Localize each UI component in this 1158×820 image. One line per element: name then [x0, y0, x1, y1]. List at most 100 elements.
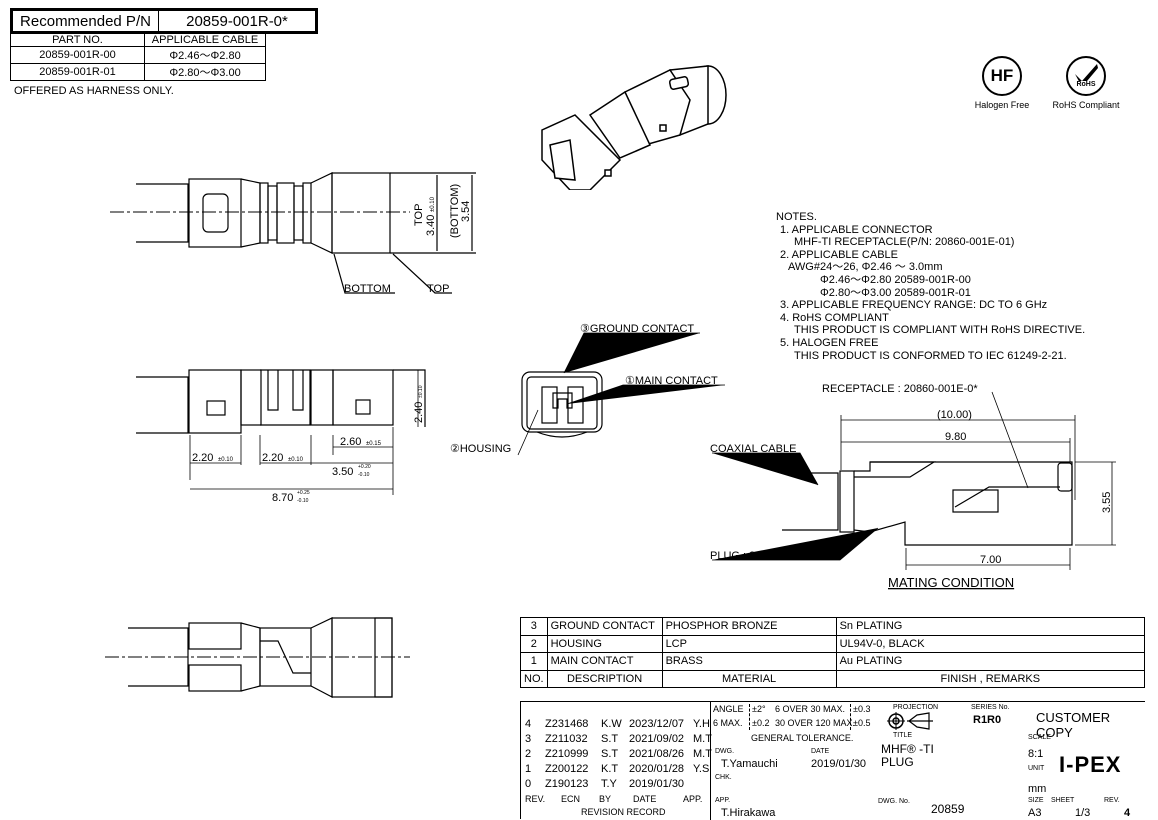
badge-label: Halogen Free	[974, 100, 1030, 110]
svg-text:PLUG : 20859-001R-0*: PLUG : 20859-001R-0*	[710, 550, 824, 562]
size-value: A3	[1028, 807, 1042, 819]
bom-finish: Sn PLATING	[835, 617, 1146, 636]
bom-material: BRASS	[661, 652, 837, 671]
svg-text:±0.10: ±0.10	[218, 457, 234, 463]
svg-text:±0.10: ±0.10	[418, 385, 424, 398]
bom-no: 2	[520, 634, 548, 653]
customer-copy-label: CUSTOMER COPY	[1036, 710, 1111, 740]
rohs-check-icon: RoHS	[1066, 56, 1106, 96]
note-line: 5. HALOGEN FREE	[780, 336, 879, 349]
svg-text:BOTTOM: BOTTOM	[344, 283, 391, 295]
svg-text:3.54: 3.54	[460, 201, 472, 222]
bom-description: GROUND CONTACT	[546, 617, 663, 636]
svg-text:3.55: 3.55	[1101, 492, 1113, 513]
sheet-label: SHEET	[1051, 797, 1075, 804]
series-label: SERIES No.	[971, 704, 1010, 711]
projection-label: PROJECTION	[893, 704, 939, 711]
series-number: R1R0	[973, 714, 1002, 726]
svg-text:+0.25: +0.25	[297, 490, 310, 496]
note-line: THIS PRODUCT IS CONFORMED TO IEC 61249-2…	[794, 349, 1067, 362]
unit-value: mm	[1028, 783, 1047, 795]
over120-tol: ±0.5	[853, 718, 871, 728]
bom-no: 3	[520, 617, 548, 636]
note-line: Φ2.80～Φ3.00 20589-001R-01	[820, 286, 971, 299]
note-line: Φ2.46～Φ2.80 20589-001R-00	[820, 273, 971, 286]
bottom-view-drawing	[105, 617, 410, 698]
recommended-pn-box: Recommended P/N 20859-001R-0*	[10, 8, 318, 34]
product-title: MHF® -TI	[881, 742, 934, 756]
note-line: THIS PRODUCT IS COMPLIANT WITH RoHS DIRE…	[794, 324, 1086, 337]
cable-cell: Φ2.46～Φ2.80	[144, 46, 266, 64]
part-no-header: PART NO.	[10, 33, 145, 47]
svg-text:3.50: 3.50	[332, 466, 353, 478]
badge-label: RoHS Compliant	[1052, 100, 1120, 110]
note-line: MHF-TI RECEPTACLE(P/N: 20860-001E-01)	[794, 236, 1015, 249]
svg-text:COAXIAL CABLE: COAXIAL CABLE	[710, 443, 796, 455]
halogen-free-badge: HF Halogen Free	[972, 56, 1032, 110]
svg-text:3.40: 3.40	[425, 215, 437, 236]
note-line: 2. APPLICABLE CABLE	[780, 248, 899, 261]
part-no-cell: 20859-001R-01	[10, 63, 145, 81]
svg-text:±0.10: ±0.10	[430, 196, 436, 212]
svg-text:2.40: 2.40	[413, 402, 425, 423]
date-label: DATE	[811, 748, 830, 755]
angle-tol: ±2°	[752, 704, 766, 714]
svg-text:-0.10: -0.10	[358, 472, 370, 478]
scale-label: SCALE	[1028, 734, 1051, 741]
recommended-pn-value: 20859-001R-0*	[186, 12, 288, 30]
bom-header: DESCRIPTION	[546, 669, 663, 688]
front-view-drawing: ③GROUND CONTACT ①MAIN CONTACT ②HOUSING	[450, 323, 725, 456]
bom-header: FINISH , REMARKS	[835, 669, 1146, 688]
sheet-value: 1/3	[1075, 807, 1091, 819]
dwg-no-label: DWG. No.	[878, 798, 910, 805]
title-label: TITLE	[893, 732, 913, 739]
dwg-label: DWG.	[715, 748, 735, 755]
notes-title: NOTES.	[776, 211, 817, 223]
chk-label: CHK.	[715, 774, 732, 781]
svg-text:TOP: TOP	[427, 283, 449, 295]
svg-text:MATING CONDITION: MATING CONDITION	[888, 575, 1014, 590]
rev-value: 4	[1124, 807, 1131, 819]
svg-text:①MAIN CONTACT: ①MAIN CONTACT	[625, 375, 718, 387]
mating-condition-drawing: RECEPTACLE : 20860-001E-0* COAXIAL CABLE…	[710, 383, 1116, 590]
six-max-tol: ±0.2	[752, 718, 770, 728]
bom-finish: UL94V-0, BLACK	[835, 634, 1146, 653]
cable-cell: Φ2.80～Φ3.00	[144, 63, 266, 81]
six-max-label: 6 MAX.	[713, 718, 743, 728]
rev-label: REV.	[1104, 797, 1120, 804]
bom-header: MATERIAL	[661, 669, 837, 688]
bom-material: PHOSPHOR BRONZE	[661, 617, 837, 636]
svg-text:±0.15: ±0.15	[366, 441, 382, 447]
svg-text:±0.10: ±0.10	[288, 457, 304, 463]
svg-text:(10.00): (10.00)	[937, 409, 972, 421]
unit-label: UNIT	[1028, 765, 1045, 772]
isometric-view-drawing	[541, 65, 727, 190]
svg-text:(BOTTOM): (BOTTOM)	[449, 184, 461, 238]
side-view-drawing: 2.20 ±0.10 2.20 ±0.10 2.60 ±0.15 3.50 +0…	[136, 369, 426, 504]
bom-header: NO.	[520, 669, 548, 688]
product-subtitle: PLUG	[881, 755, 914, 769]
svg-text:-0.10: -0.10	[297, 498, 309, 504]
part-no-cell: 20859-001R-00	[10, 46, 145, 64]
svg-text:TOP: TOP	[413, 204, 425, 226]
scale-value: 8:1	[1028, 748, 1044, 760]
over30-label: 6 OVER 30 MAX.	[775, 704, 846, 714]
drawing-date: 2019/01/30	[811, 758, 867, 770]
projection-symbol-icon	[887, 712, 933, 730]
app-label: APP.	[715, 797, 731, 804]
svg-text:8.70: 8.70	[272, 492, 293, 504]
bom-finish: Au PLATING	[835, 652, 1146, 671]
ipex-logo: I-PEX	[1059, 752, 1122, 777]
